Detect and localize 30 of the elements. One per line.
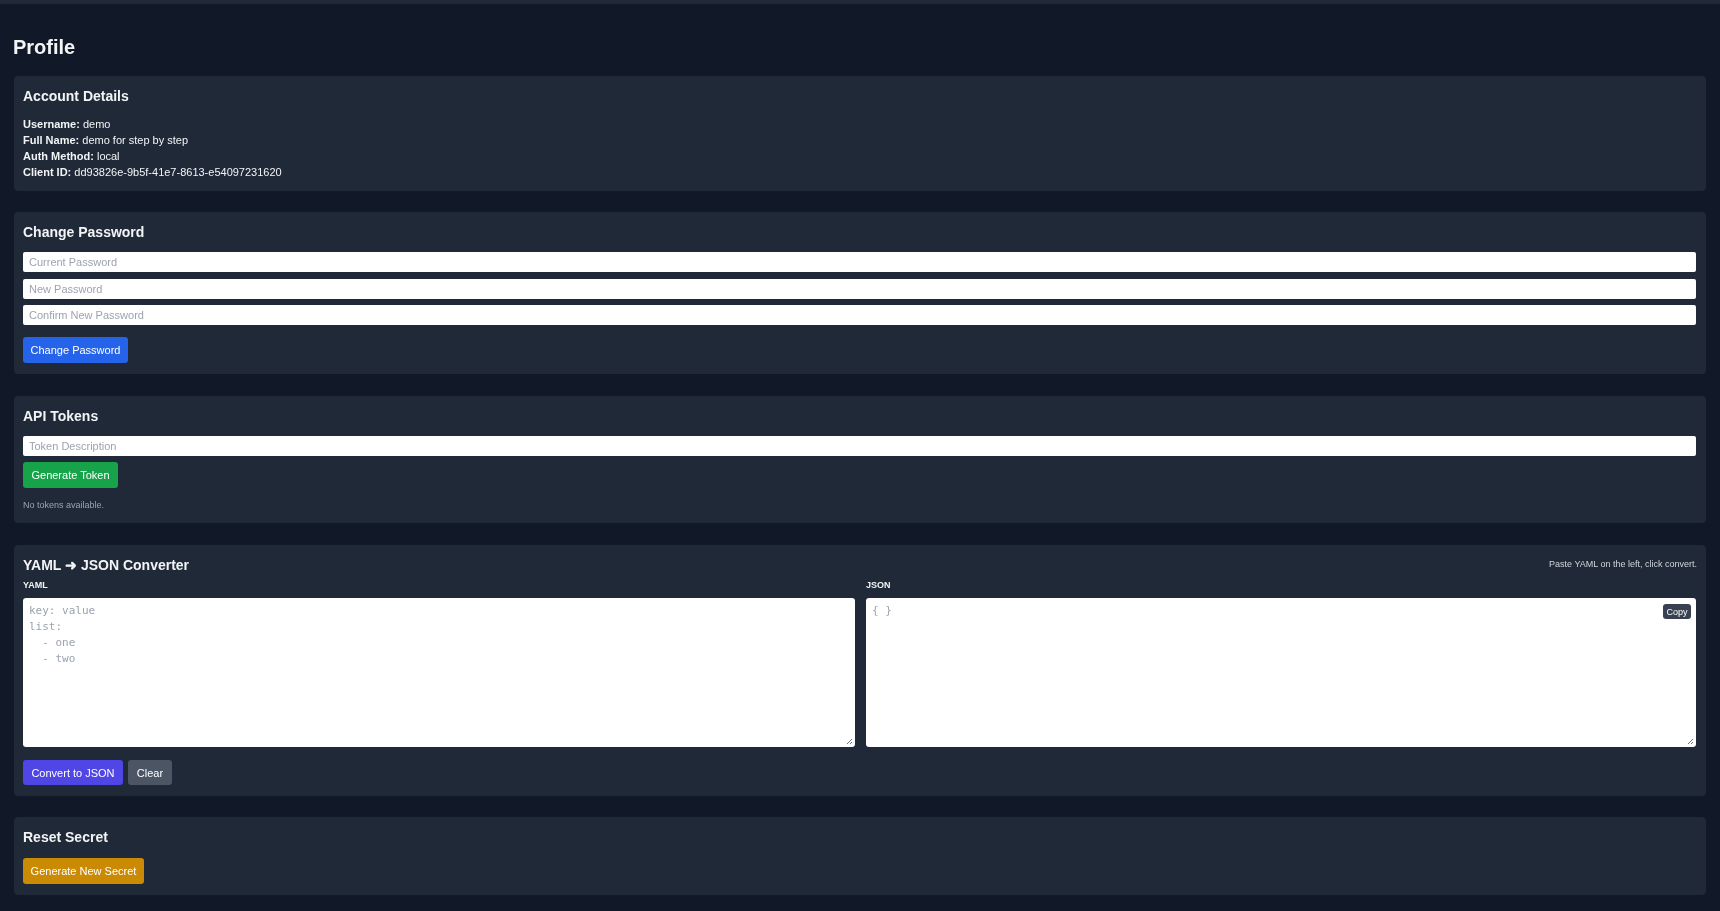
panel-heading: YAML ➜ JSON Converter (23, 557, 190, 573)
password-field: New Password (23, 279, 1696, 299)
status-text: No tokens available. (23, 500, 105, 510)
clear-button: Clear (128, 760, 172, 785)
password-field: Current Password (23, 252, 1696, 272)
panel-heading: Change Password (23, 224, 145, 240)
change-password-button: Change Password (23, 337, 128, 363)
panel-heading: Account Details (23, 88, 129, 104)
generate-token-button: Generate Token (23, 462, 118, 488)
field-label: YAML (23, 580, 48, 590)
panel-heading: API Tokens (23, 408, 99, 424)
placeholder-text: key: value list: - one - two (29, 603, 96, 667)
token-description-field: Token Description (23, 436, 1696, 456)
detail-text: Auth Method: local (23, 149, 120, 164)
panel-heading: Reset Secret (23, 829, 108, 845)
detail-text: Full Name: demo for step by step (23, 133, 189, 148)
generate-secret-button: Generate New Secret (23, 858, 144, 884)
convert-button: Convert to JSON (23, 760, 123, 785)
copy-button: Copy (1663, 604, 1691, 619)
placeholder-text: { } (872, 603, 892, 619)
api-tokens-panel (14, 396, 1706, 523)
detail-text: Username: demo (23, 117, 111, 132)
hint-text: Paste YAML on the left, click convert. (1549, 559, 1697, 569)
converter-panel (14, 545, 1706, 796)
reset-secret-panel (14, 817, 1706, 895)
change-password-panel (14, 212, 1706, 374)
page-title: Profile (13, 36, 76, 59)
detail-text: Client ID: dd93826e-9b5f-41e7-8613-e54097231620 (23, 165, 282, 180)
field-label: JSON (866, 580, 891, 590)
password-field: Confirm New Password (23, 305, 1696, 325)
